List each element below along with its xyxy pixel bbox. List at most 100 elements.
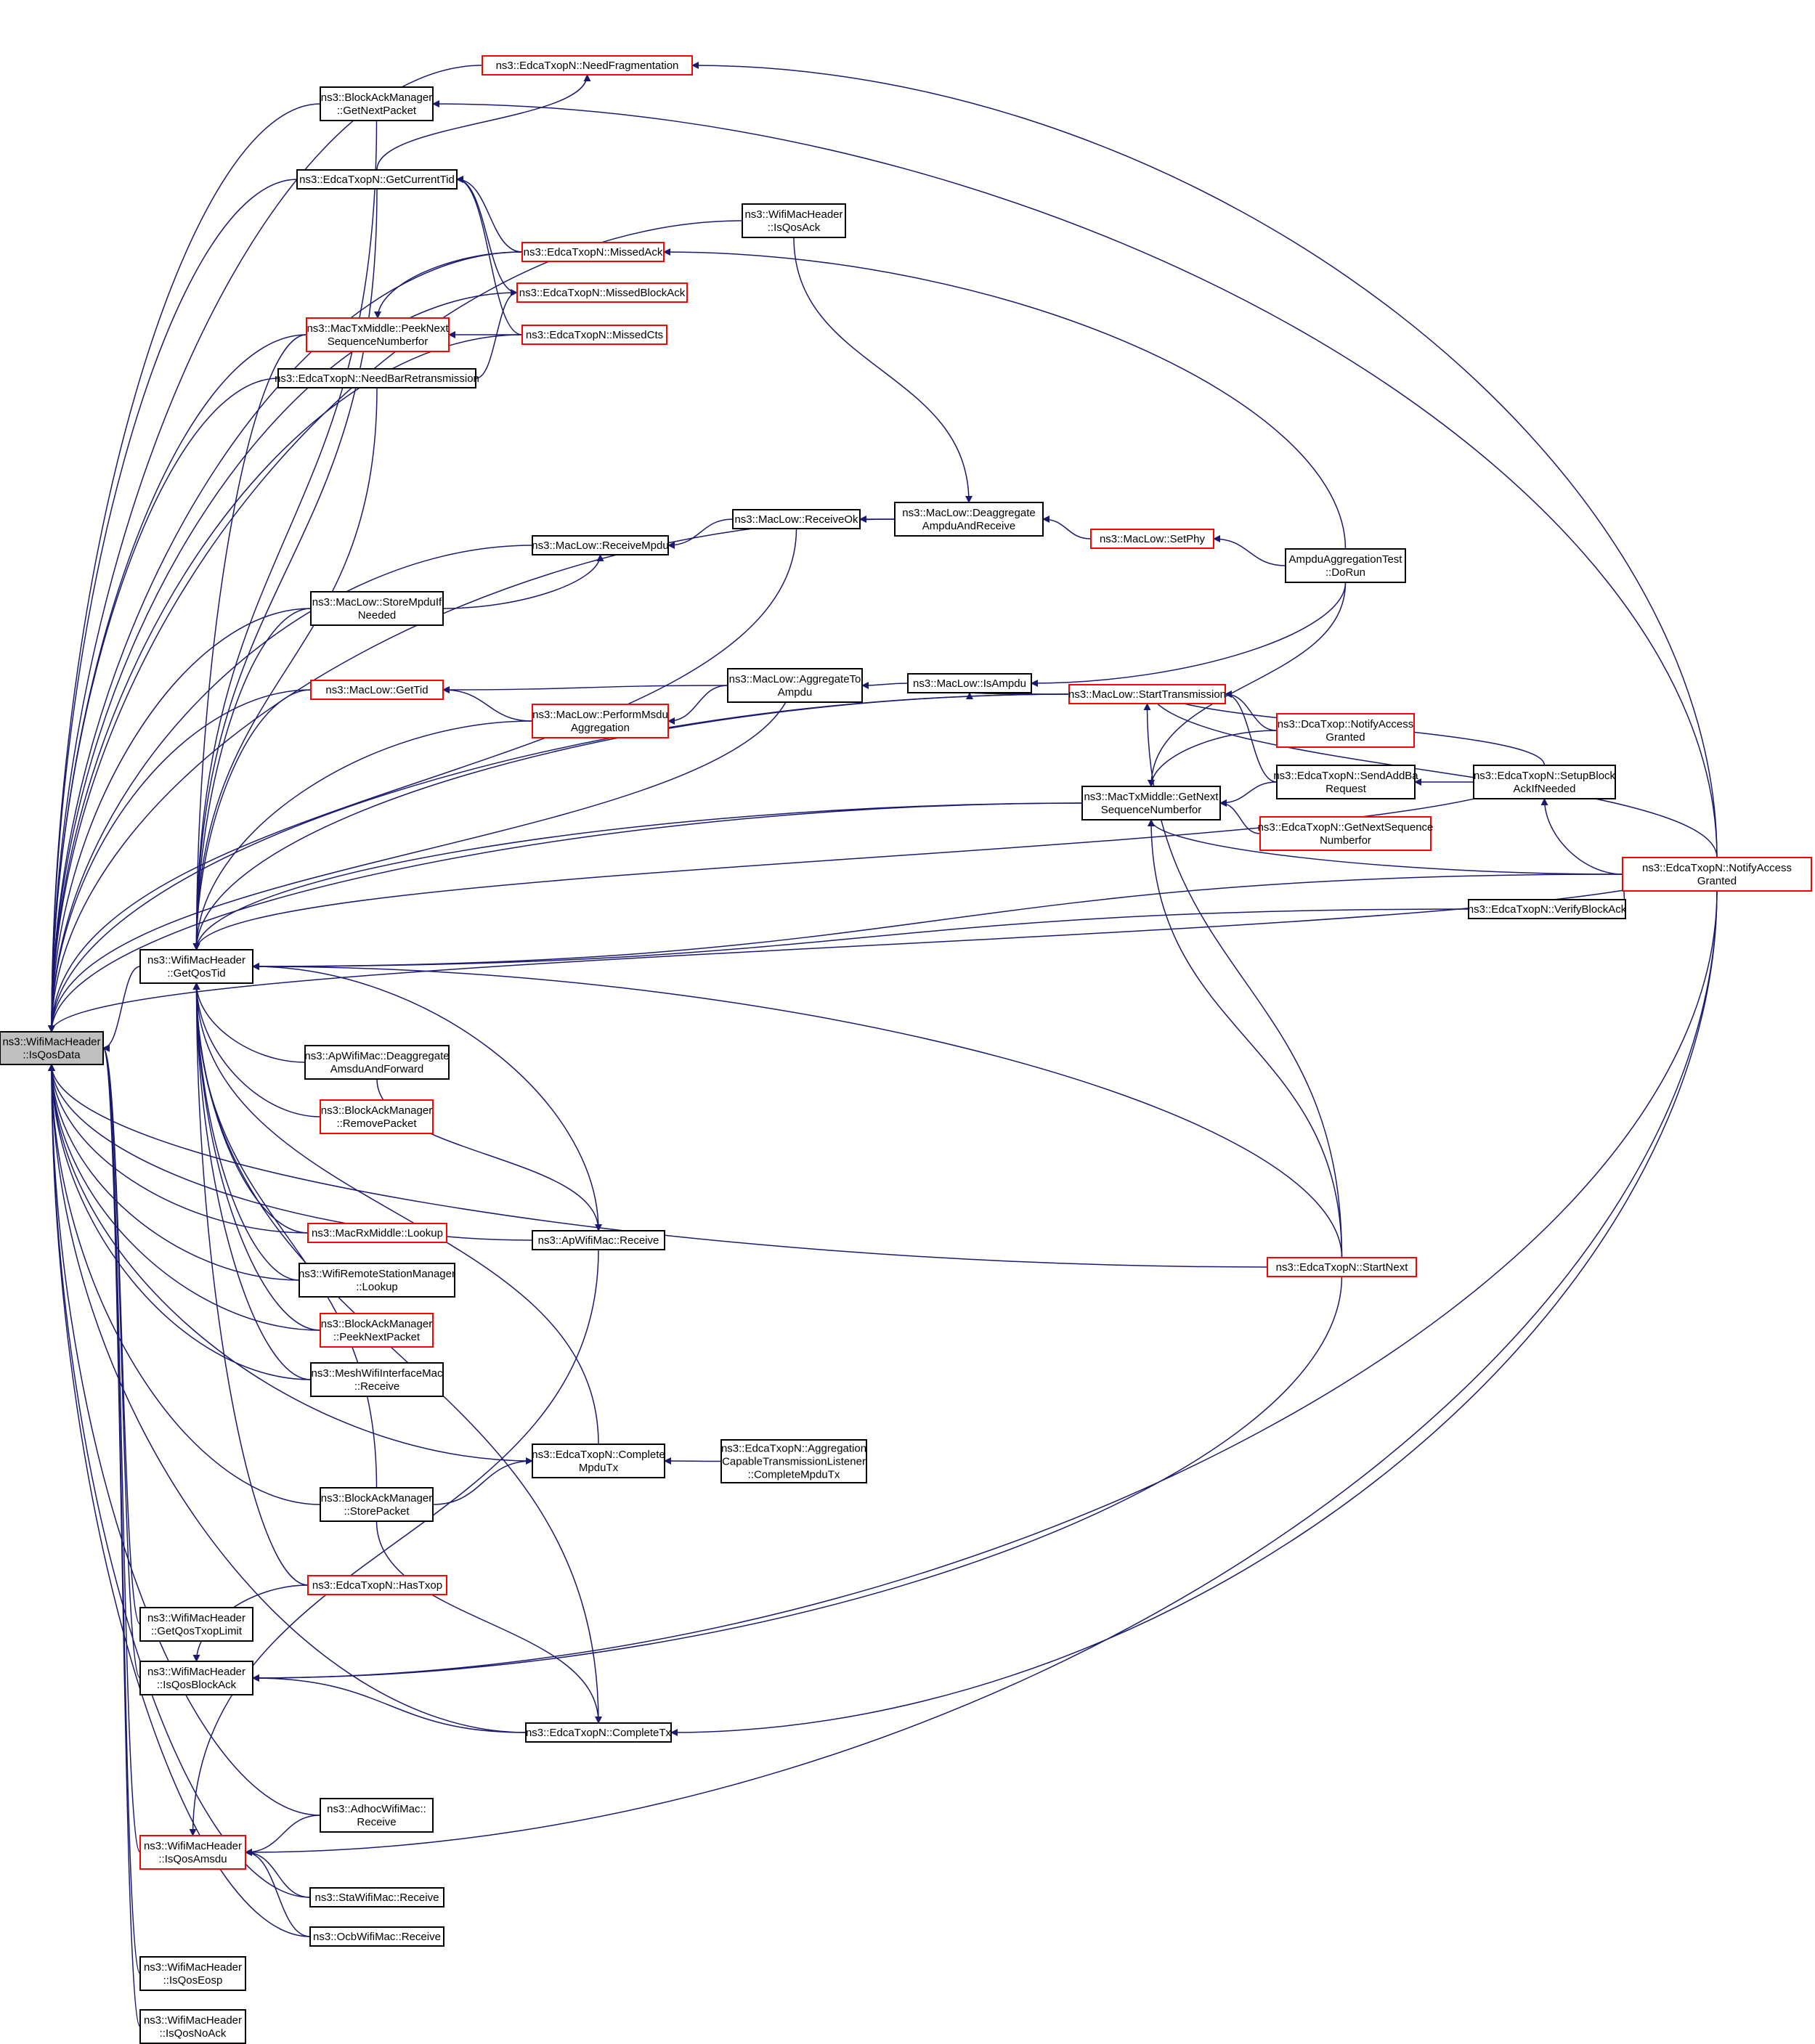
node-box-startnext[interactable] xyxy=(1267,1257,1417,1277)
node-isampdu[interactable]: ns3::MacLow::IsAmpdu xyxy=(907,673,1032,693)
node-box-isampdu[interactable] xyxy=(907,673,1032,693)
node-getnextseq[interactable]: ns3::MacTxMiddle::GetNextSequenceNumberf… xyxy=(1081,786,1221,821)
node-box-deaggampdu[interactable] xyxy=(894,502,1044,537)
node-isqosamsdu[interactable]: ns3::WifiMacHeader::IsQosAmsdu xyxy=(139,1835,246,1870)
node-box-aggcaplistener[interactable] xyxy=(720,1439,867,1483)
node-box-performmsdu[interactable] xyxy=(532,704,669,738)
node-box-macrx_lookup[interactable] xyxy=(307,1223,447,1243)
node-completetx[interactable]: ns3::EdcaTxopN::CompleteTx xyxy=(525,1722,672,1743)
node-macrx_lookup[interactable]: ns3::MacRxMiddle::Lookup xyxy=(307,1223,447,1243)
node-isqosnoack[interactable]: ns3::WifiMacHeader::IsQosNoAck xyxy=(139,2009,246,2044)
node-box-receivempdu[interactable] xyxy=(532,535,669,555)
node-box-aggregateto[interactable] xyxy=(727,668,863,703)
node-needbarretrans[interactable]: ns3::EdcaTxopN::NeedBarRetransmission xyxy=(275,368,479,388)
node-box-apwifimac_deagg[interactable] xyxy=(304,1045,450,1080)
node-box-missedblockack[interactable] xyxy=(516,282,688,303)
node-box-setupblockack[interactable] xyxy=(1473,765,1616,799)
node-aggcaplistener[interactable]: ns3::EdcaTxopN::AggregationCapableTransm… xyxy=(720,1439,867,1483)
node-box-peeknextseq[interactable] xyxy=(306,317,450,352)
node-box-getqostxoplimit[interactable] xyxy=(139,1607,253,1642)
node-box-sta_receive[interactable] xyxy=(309,1887,444,1907)
node-missedack[interactable]: ns3::EdcaTxopN::MissedAck xyxy=(521,242,665,262)
node-box-wrsm_lookup[interactable] xyxy=(299,1263,455,1298)
node-meshwifi_receive[interactable]: ns3::MeshWifiInterfaceMac::Receive xyxy=(310,1362,444,1397)
node-ampdutest_dorun[interactable]: AmpduAggregationTest::DoRun xyxy=(1285,548,1406,583)
node-bam_getnext[interactable]: ns3::BlockAckManager::GetNextPacket xyxy=(320,86,434,121)
node-apwifimac_deagg[interactable]: ns3::ApWifiMac::DeaggregateAmsduAndForwa… xyxy=(304,1045,450,1080)
node-verifyblockack[interactable]: ns3::EdcaTxopN::VerifyBlockAck xyxy=(1468,899,1627,919)
node-isqoseosp[interactable]: ns3::WifiMacHeader::IsQosEosp xyxy=(139,1956,246,1991)
node-box-completempdutx[interactable] xyxy=(532,1444,665,1478)
node-box-hastxop[interactable] xyxy=(307,1575,447,1595)
node-isqosblockack[interactable]: ns3::WifiMacHeader::IsQosBlockAck xyxy=(139,1661,253,1695)
node-sta_receive[interactable]: ns3::StaWifiMac::Receive xyxy=(309,1887,444,1907)
node-box-isqosnoack[interactable] xyxy=(139,2009,246,2044)
node-box-dcatxop_notify[interactable] xyxy=(1276,713,1415,748)
node-box-bam_storepacket[interactable] xyxy=(320,1487,434,1522)
node-box-receiveok[interactable] xyxy=(732,509,861,529)
node-box-getcurrenttid[interactable] xyxy=(296,169,458,190)
node-bam_storepacket[interactable]: ns3::BlockAckManager::StorePacket xyxy=(320,1487,434,1522)
node-missedcts[interactable]: ns3::EdcaTxopN::MissedCts xyxy=(521,325,667,345)
node-getqostid[interactable]: ns3::WifiMacHeader::GetQosTid xyxy=(139,949,253,984)
node-missedblockack[interactable]: ns3::EdcaTxopN::MissedBlockAck xyxy=(516,282,688,303)
node-hastxop[interactable]: ns3::EdcaTxopN::HasTxop xyxy=(307,1575,447,1595)
node-box-bam_removepacket[interactable] xyxy=(320,1099,434,1134)
node-box-isqosack[interactable] xyxy=(742,203,846,238)
node-box-storempdu[interactable] xyxy=(310,591,444,626)
node-box-getqostid[interactable] xyxy=(139,949,253,984)
node-box-maclow_gettid[interactable] xyxy=(310,680,444,700)
node-box-isqosamsdu[interactable] xyxy=(139,1835,246,1870)
node-isqosack[interactable]: ns3::WifiMacHeader::IsQosAck xyxy=(742,203,846,238)
node-box-starttransmission[interactable] xyxy=(1068,684,1226,704)
node-peeknextseq[interactable]: ns3::MacTxMiddle::PeekNextSequenceNumber… xyxy=(306,317,450,352)
node-box-bam_peeknext[interactable] xyxy=(320,1313,434,1348)
node-starttransmission[interactable]: ns3::MacLow::StartTransmission xyxy=(1068,684,1226,704)
node-startnext[interactable]: ns3::EdcaTxopN::StartNext xyxy=(1267,1257,1417,1277)
node-adhoc_receive[interactable]: ns3::AdhocWifiMac::Receive xyxy=(320,1798,434,1833)
node-box-ocb_receive[interactable] xyxy=(309,1926,444,1947)
node-box-verifyblockack[interactable] xyxy=(1468,899,1626,919)
node-isqosdata[interactable]: ns3::WifiMacHeader::IsQosData xyxy=(0,1031,104,1065)
node-ocb_receive[interactable]: ns3::OcbWifiMac::Receive xyxy=(309,1926,444,1947)
node-bam_removepacket[interactable]: ns3::BlockAckManager::RemovePacket xyxy=(320,1099,434,1134)
node-box-isqosblockack[interactable] xyxy=(139,1661,253,1695)
node-getqostxoplimit[interactable]: ns3::WifiMacHeader::GetQosTxopLimit xyxy=(139,1607,253,1642)
node-bam_peeknext[interactable]: ns3::BlockAckManager::PeekNextPacket xyxy=(320,1313,434,1348)
node-getcurrenttid[interactable]: ns3::EdcaTxopN::GetCurrentTid xyxy=(296,169,458,190)
node-box-adhoc_receive[interactable] xyxy=(320,1798,434,1833)
node-apwifimac_receive[interactable]: ns3::ApWifiMac::Receive xyxy=(532,1230,665,1250)
node-box-sendaddba[interactable] xyxy=(1276,765,1416,799)
node-box-setphy[interactable] xyxy=(1090,529,1214,549)
node-box-completetx[interactable] xyxy=(525,1722,672,1743)
node-receiveok[interactable]: ns3::MacLow::ReceiveOk xyxy=(732,509,861,529)
node-needfrag[interactable]: ns3::EdcaTxopN::NeedFragmentation xyxy=(482,55,693,76)
node-maclow_gettid[interactable]: ns3::MacLow::GetTid xyxy=(310,680,444,700)
node-box-getnextseq_edca[interactable] xyxy=(1259,816,1432,851)
node-box-meshwifi_receive[interactable] xyxy=(310,1362,444,1397)
node-box-apwifimac_receive[interactable] xyxy=(532,1230,665,1250)
node-box-needfrag[interactable] xyxy=(482,55,693,76)
node-box-isqosdata[interactable] xyxy=(0,1031,104,1065)
node-wrsm_lookup[interactable]: ns3::WifiRemoteStationManager::Lookup xyxy=(299,1263,455,1298)
node-box-ampdutest_dorun[interactable] xyxy=(1285,548,1406,583)
node-box-isqoseosp[interactable] xyxy=(139,1956,246,1991)
node-box-edca_notify[interactable] xyxy=(1622,857,1812,892)
node-box-missedcts[interactable] xyxy=(521,325,667,345)
node-box-bam_getnext[interactable] xyxy=(320,86,434,121)
node-box-missedack[interactable] xyxy=(521,242,665,262)
node-completempdutx[interactable]: ns3::EdcaTxopN::CompleteMpduTx xyxy=(532,1444,665,1478)
node-receivempdu[interactable]: ns3::MacLow::ReceiveMpdu xyxy=(532,535,669,555)
node-box-needbarretrans[interactable] xyxy=(277,368,476,388)
node-setphy[interactable]: ns3::MacLow::SetPhy xyxy=(1090,529,1214,549)
node-box-getnextseq[interactable] xyxy=(1081,786,1221,821)
